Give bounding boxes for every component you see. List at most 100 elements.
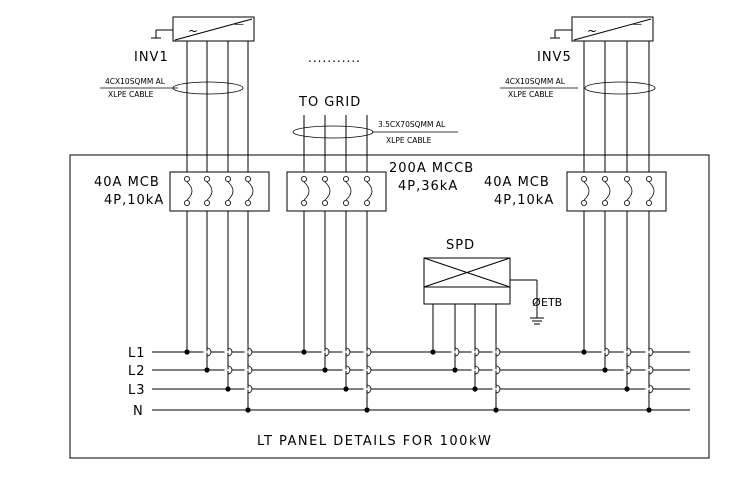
- busbar-junction-dot: [322, 367, 328, 373]
- hop-gap: [451, 351, 459, 353]
- inverter-5-cable-bundle: [584, 81, 656, 95]
- spd-ground-icon: [530, 317, 544, 325]
- hop-gap: [471, 351, 479, 353]
- breaker-contact-top: [342, 175, 349, 182]
- to-grid-label: TO GRID: [298, 95, 361, 110]
- breaker-contact-bottom: [581, 199, 588, 206]
- breaker-contact-bottom: [203, 199, 210, 206]
- hop-gap: [244, 351, 252, 353]
- crossover-hop: [495, 347, 501, 357]
- hop-gap: [321, 351, 329, 353]
- crossover-hop: [604, 347, 610, 357]
- hop-gap: [645, 369, 653, 371]
- crossover-hop: [247, 347, 253, 357]
- grid-cable-bundle: [292, 125, 374, 139]
- busbar-l1-label: L1: [128, 346, 146, 361]
- breaker-switch-arc: [345, 181, 352, 201]
- crossover-hop: [247, 365, 253, 375]
- breaker-contact-bottom: [224, 199, 231, 206]
- crossover-hop: [648, 384, 654, 394]
- busbar-n-label: N: [133, 404, 144, 419]
- hop-gap: [224, 369, 232, 371]
- breaker-contact-top: [363, 175, 370, 182]
- busbar-junction-dot: [245, 407, 251, 413]
- hop-gap: [224, 351, 232, 353]
- inverter-5-dc-symbol: —: [632, 19, 642, 30]
- breaker-switch-arc: [366, 181, 373, 201]
- breaker-contact-bottom: [321, 199, 328, 206]
- inverter-1-mcb-poles: [183, 175, 254, 206]
- hop-gap: [342, 369, 350, 371]
- hop-gap: [471, 369, 479, 371]
- breaker-contact-bottom: [646, 199, 653, 206]
- busbar-junction-dot: [301, 349, 307, 355]
- grid-cable-spec: 3.5CX70SQMM AL: [378, 120, 446, 129]
- grid-mccb-rating: 200A MCCB: [389, 161, 474, 176]
- breaker-switch-arc: [303, 181, 310, 201]
- crossover-hop: [206, 347, 212, 357]
- busbar-junction-dot: [472, 386, 478, 392]
- busbar-junction-dot: [184, 349, 190, 355]
- breaker-contact-top: [624, 175, 631, 182]
- hop-gap: [244, 369, 252, 371]
- inverter-5-mcb-poles: [581, 175, 655, 206]
- inverter-5-cable-spec: 4CX10SQMM AL: [505, 77, 566, 86]
- crossover-hop: [474, 347, 480, 357]
- busbar-junction-dot: [452, 367, 458, 373]
- hop-gap: [244, 388, 252, 390]
- hop-gap: [492, 388, 500, 390]
- hop-gap: [492, 351, 500, 353]
- breaker-contact-top: [646, 175, 653, 182]
- inverter-5-ac-symbol: ~: [587, 24, 597, 38]
- busbar-junction-dot: [204, 367, 210, 373]
- busbar-crossovers: [203, 347, 654, 394]
- busbar-junction-dot: [343, 386, 349, 392]
- hop-gap: [342, 351, 350, 353]
- busbar-junction-dot: [430, 349, 436, 355]
- inverter-1-box: [172, 16, 255, 42]
- breaker-contact-bottom: [244, 199, 251, 206]
- inverter-1-mcb-rating: 40A MCB: [94, 175, 160, 190]
- hop-gap: [203, 351, 211, 353]
- breaker-switch-arc: [227, 181, 234, 201]
- breaker-contact-bottom: [363, 199, 370, 206]
- breaker-switch-arc: [604, 181, 611, 201]
- breaker-contact-bottom: [602, 199, 609, 206]
- inverter-1-mcb: [169, 171, 270, 212]
- spd-group: SPD Ø ETB: [423, 238, 562, 410]
- breaker-contact-bottom: [183, 199, 190, 206]
- hop-gap: [623, 369, 631, 371]
- inverter-1-cable-spec: 4CX10SQMM AL: [105, 77, 166, 86]
- crossover-hop: [648, 365, 654, 375]
- grid-cable-type: XLPE CABLE: [386, 136, 432, 145]
- inverter-5-cable-type: XLPE CABLE: [508, 90, 554, 99]
- inverter-1-group: ~ — INV1 4CX10SQMM AL XLPE CABLE: [100, 16, 255, 99]
- crossover-hop: [247, 384, 253, 394]
- inverter-5-group: ~ — INV5 4CX10SQMM AL XLPE CABLE: [500, 16, 656, 99]
- grid-mccb-poles: [300, 175, 373, 206]
- crossover-hop: [227, 365, 233, 375]
- inverter-1-dc-symbol: —: [234, 19, 244, 30]
- breaker-switch-arc: [206, 181, 213, 201]
- breaker-contact-bottom: [342, 199, 349, 206]
- breaker-switch-arc: [648, 181, 655, 201]
- busbar-junction-dot: [493, 407, 499, 413]
- spd-earth-label: ETB: [541, 296, 562, 309]
- busbar-group: L1 L2 L3 N: [128, 346, 690, 419]
- hop-gap: [645, 351, 653, 353]
- busbar-junction-dot: [602, 367, 608, 373]
- crossover-hop: [495, 384, 501, 394]
- inverter-5-ground-icon: [550, 29, 572, 39]
- crossover-hop: [648, 347, 654, 357]
- inverter-1-cable-type: XLPE CABLE: [108, 90, 154, 99]
- breaker-contact-top: [224, 175, 231, 182]
- hop-gap: [623, 351, 631, 353]
- inverter-5-box: [571, 16, 654, 42]
- inverter-1-label: INV1: [134, 50, 169, 65]
- busbar-junction-dot: [581, 349, 587, 355]
- grid-connection-group: TO GRID 3.5CX70SQMM AL XLPE CABLE: [292, 95, 458, 145]
- panel-title: LT PANEL DETAILS FOR 100kW: [257, 434, 492, 449]
- crossover-hop: [474, 365, 480, 375]
- inverter-1-ac-symbol: ~: [188, 24, 198, 38]
- breaker-switch-arc: [247, 181, 254, 201]
